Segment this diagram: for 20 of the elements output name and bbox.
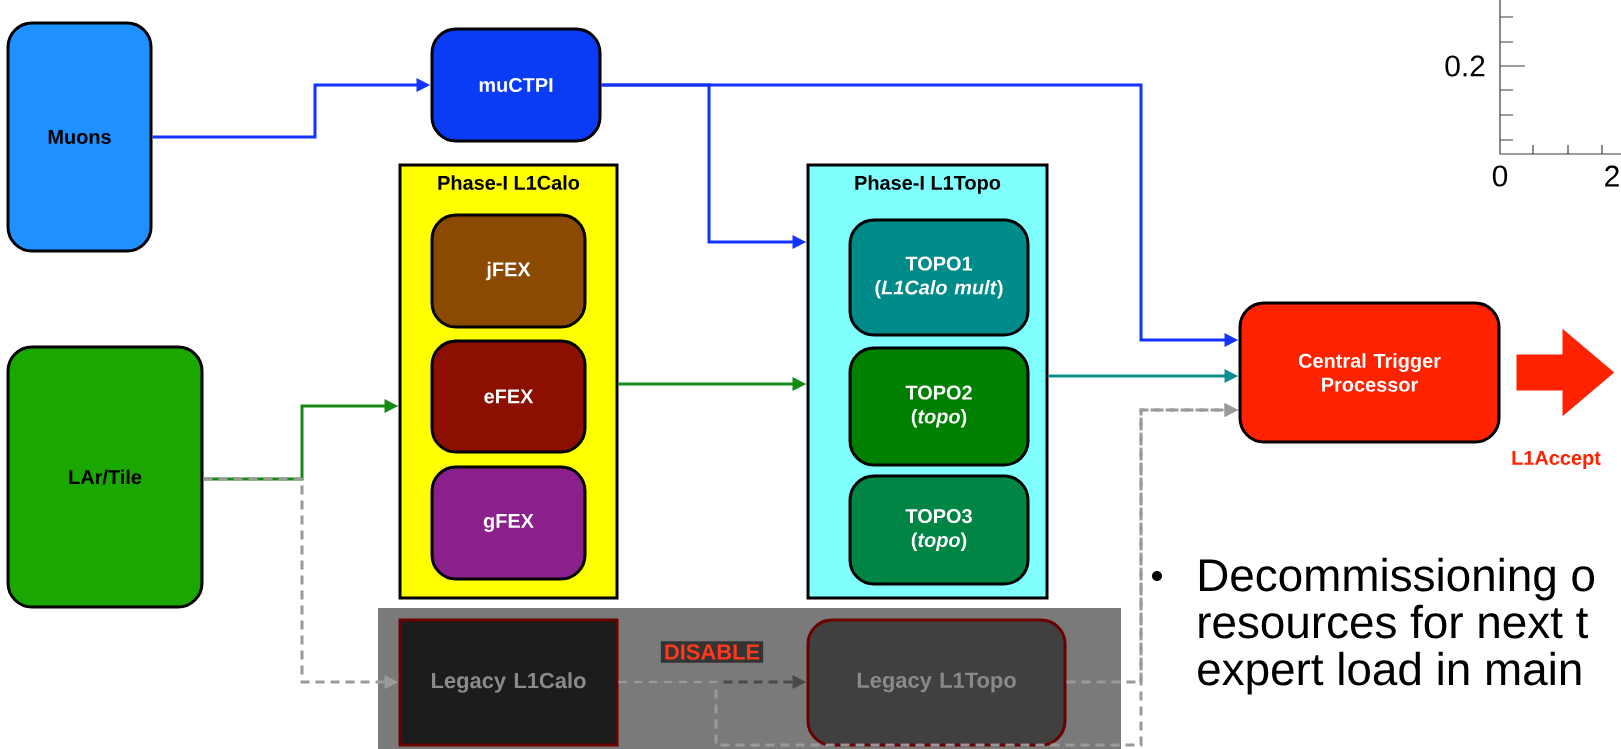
process-box: Legacy L1Topo xyxy=(806,618,1067,747)
process-box: TOPO3 (topo) xyxy=(848,474,1030,586)
bullet-text: expert load in main xyxy=(1198,651,1581,695)
process-box: TOPO2 (topo) xyxy=(848,346,1030,467)
process-box: Central Trigger Processor xyxy=(1238,301,1501,444)
edge-label: L1Accept xyxy=(1512,451,1601,469)
process-box: gFEX xyxy=(430,465,587,581)
process-box: LAr/Tile xyxy=(6,345,204,609)
process-box: Legacy L1Calo xyxy=(398,618,619,747)
tick-label: 0 xyxy=(1492,165,1508,187)
process-box: jFEX xyxy=(430,213,587,329)
process-box: eFEX xyxy=(430,339,587,454)
bullet-text: resources for next t xyxy=(1199,604,1589,639)
tick-label: 0.2 xyxy=(1445,55,1485,77)
status-label: DISABLE xyxy=(660,641,764,663)
tick-label: 2 xyxy=(1605,165,1619,187)
process-box: muCTPI xyxy=(430,27,602,143)
bullet-text: Decommissioning o xyxy=(1199,557,1595,601)
process-box: TOPO1 (L1Calo mult) xyxy=(848,218,1030,337)
process-box: Muons xyxy=(6,21,153,253)
